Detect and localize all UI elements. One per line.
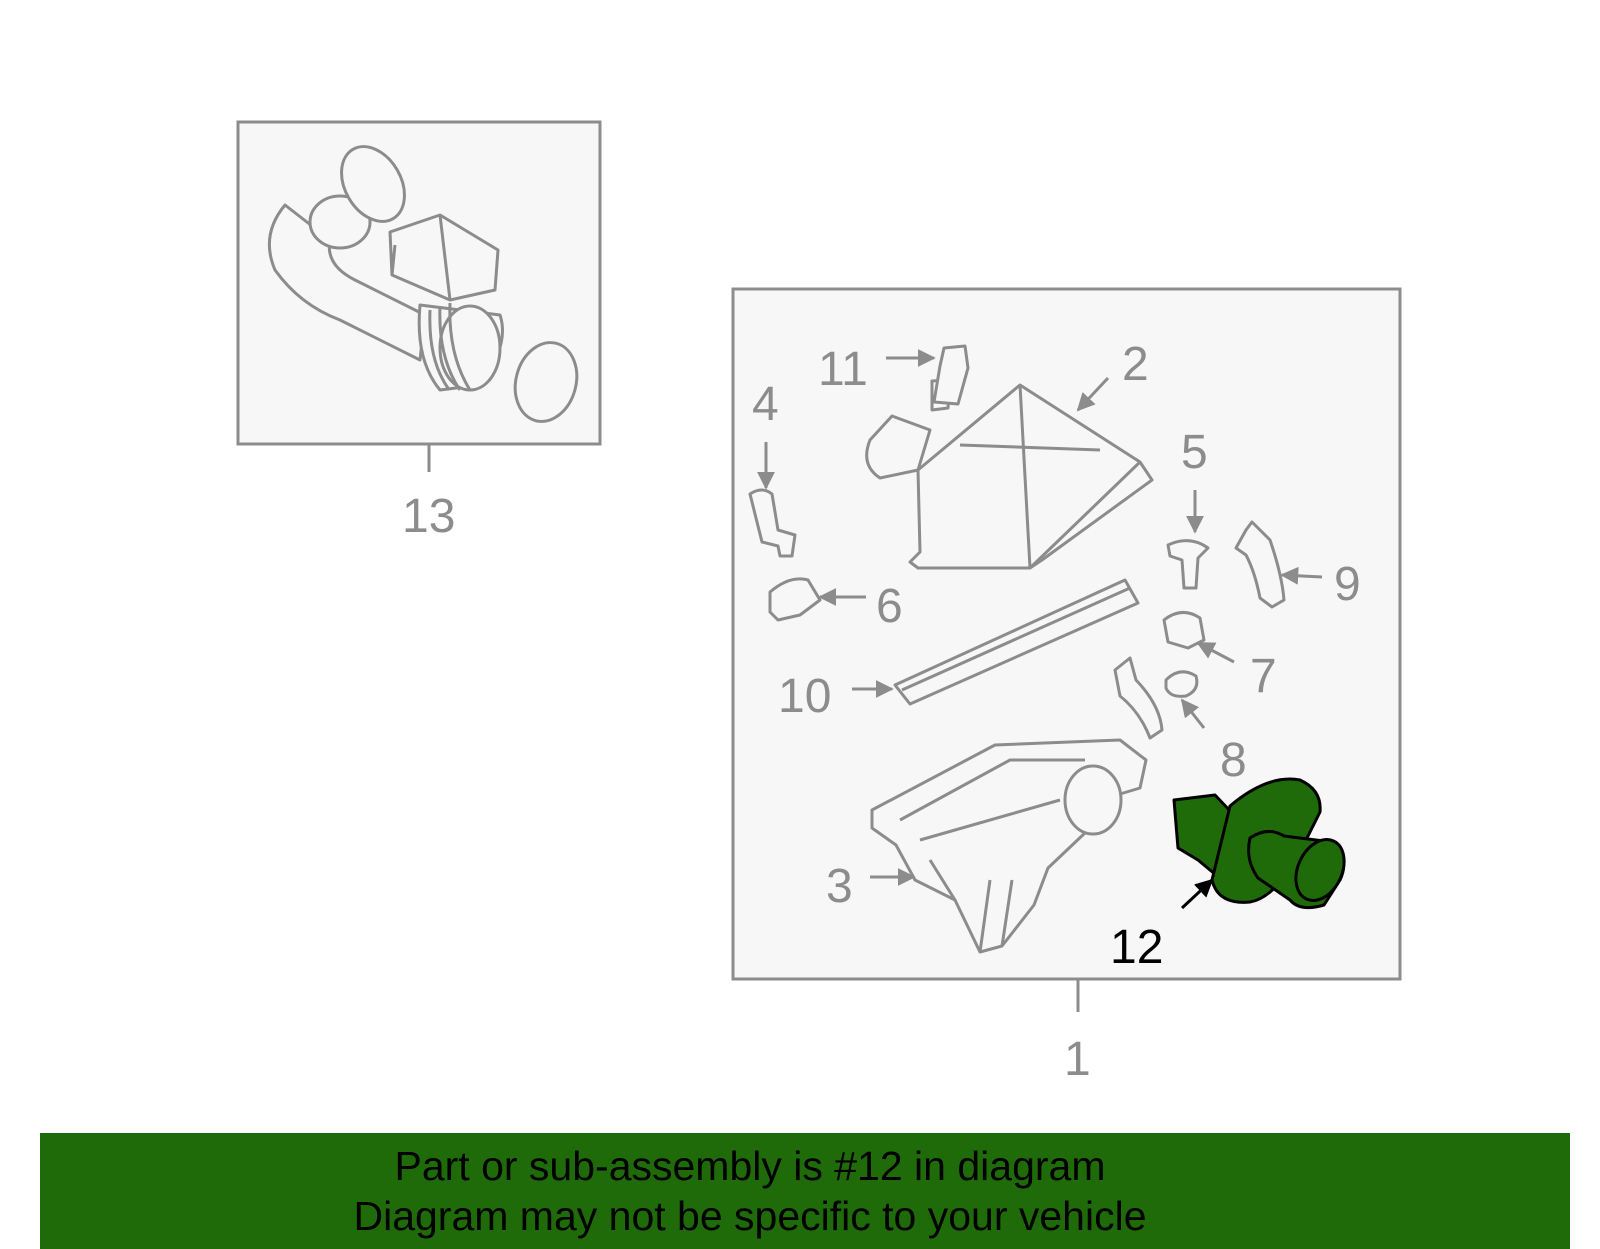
intake-hose-illustration xyxy=(267,145,579,423)
info-banner: Part or sub-assembly is #12 in diagram D… xyxy=(40,1133,1570,1249)
leader-7 xyxy=(1196,641,1235,664)
upper-cover-illustration xyxy=(865,378,1154,570)
callout-12: 12 xyxy=(1110,921,1163,974)
leader-2 xyxy=(1076,376,1110,412)
sensor-illustration xyxy=(932,344,970,406)
leader-9 xyxy=(1280,566,1323,585)
callout-3: 3 xyxy=(826,860,853,913)
side-bracket-illustration xyxy=(1113,656,1164,740)
leader-8 xyxy=(1180,698,1206,729)
banner-line-1: Part or sub-assembly is #12 in diagram xyxy=(394,1143,1106,1189)
clip-illustration xyxy=(768,577,822,622)
filter-element-illustration xyxy=(893,578,1140,706)
callout-10: 10 xyxy=(778,670,831,723)
callout-2: 2 xyxy=(1122,338,1149,391)
callout-5: 5 xyxy=(1181,426,1208,479)
highlighted-part-12 xyxy=(1172,777,1346,910)
pin-illustration xyxy=(748,488,797,558)
callout-11: 11 xyxy=(818,343,868,396)
callout-13: 13 xyxy=(402,490,455,543)
banner-line-2: Diagram may not be specific to your vehi… xyxy=(353,1193,1147,1239)
callout-1: 1 xyxy=(1064,1033,1091,1086)
callout-8: 8 xyxy=(1220,734,1247,787)
grommet-illustration xyxy=(1164,670,1199,698)
callout-4: 4 xyxy=(752,378,779,431)
bracket-illustration xyxy=(1234,520,1286,609)
lower-case-illustration xyxy=(870,738,1148,954)
push-clip-illustration xyxy=(1166,539,1210,590)
leader-12 xyxy=(1180,878,1214,910)
nut-illustration xyxy=(1162,611,1206,650)
callout-9: 9 xyxy=(1334,558,1361,611)
callout-7: 7 xyxy=(1250,650,1277,703)
callout-6: 6 xyxy=(876,580,903,633)
